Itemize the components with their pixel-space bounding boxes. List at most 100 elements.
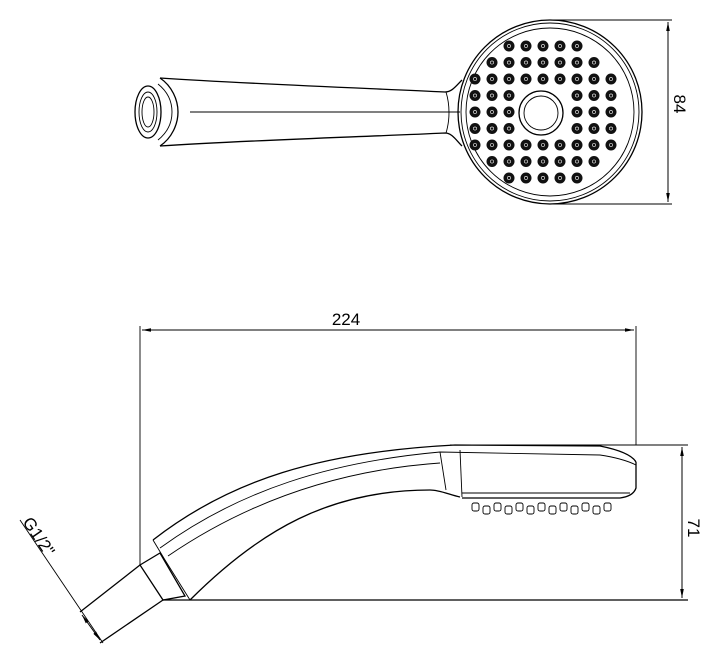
nozzle-hole-center — [490, 77, 494, 81]
nozzle-hole-center — [507, 126, 511, 131]
nozzle-hole — [554, 155, 566, 167]
nozzle-hole-center — [575, 93, 579, 98]
nozzle-hole — [486, 90, 498, 102]
nozzle-hole-center — [609, 110, 613, 114]
dimension-71: 71 — [163, 444, 703, 601]
nozzle-hole-center — [575, 143, 579, 147]
side-nozzles — [471, 502, 612, 515]
nozzle-hole — [469, 90, 481, 102]
nozzle-hole-center — [507, 110, 511, 114]
nozzle-hole-center — [524, 143, 528, 147]
nozzle-hole — [486, 106, 498, 118]
nozzle-hole-center — [592, 77, 596, 81]
nozzle-hole-center — [490, 143, 494, 147]
nozzle-hole — [554, 40, 566, 52]
nozzle-hole-center — [609, 93, 613, 98]
side-nozzle — [559, 502, 568, 512]
nozzle-hole — [588, 106, 600, 118]
nozzle-hole-center — [575, 126, 579, 131]
nozzle-hole-center — [541, 44, 545, 48]
nozzle-hole — [520, 57, 532, 69]
nozzle-hole — [469, 73, 481, 85]
nozzle-hole-center — [541, 143, 545, 147]
side-nozzle — [482, 505, 491, 515]
side-nozzle — [592, 505, 601, 515]
nozzle-hole-center — [507, 44, 511, 48]
nozzle-hole — [469, 106, 481, 118]
nozzle-hole-center — [473, 77, 477, 81]
nozzle-hole-center — [575, 60, 579, 65]
nozzle-hole — [554, 73, 566, 85]
side-nozzle — [581, 502, 590, 512]
nozzle-hole — [571, 172, 583, 184]
threaded-connector — [134, 85, 162, 139]
top-view: 84 — [134, 19, 689, 205]
nozzle-hole-center — [473, 143, 477, 147]
nozzle-hole — [537, 40, 549, 52]
nozzle-hole-center — [541, 60, 545, 65]
nozzle-hole — [486, 57, 498, 69]
handle-side — [152, 444, 637, 601]
nozzle-hole — [571, 155, 583, 167]
nozzle-hole-center — [524, 159, 528, 164]
side-view: 224 71 G1/2" — [19, 310, 703, 644]
dimension-label-width: 84 — [670, 95, 689, 114]
nozzle-hole — [503, 139, 515, 151]
nozzle-hole — [469, 122, 481, 134]
dimension-label-length: 224 — [332, 310, 360, 329]
nozzle-hole-center — [507, 143, 511, 147]
nozzle-hole — [503, 40, 515, 52]
nozzle-hole — [571, 57, 583, 69]
nozzle-hole — [520, 40, 532, 52]
nozzle-hole — [554, 139, 566, 151]
nozzle-hole — [520, 172, 532, 184]
nozzle-hole — [503, 57, 515, 69]
dimension-224: 224 — [139, 310, 637, 565]
side-nozzle — [526, 505, 535, 515]
nozzle-hole-center — [609, 143, 613, 147]
nozzle-hole-center — [524, 77, 528, 81]
nozzle-hole — [588, 73, 600, 85]
nozzle-hole-center — [609, 126, 613, 131]
nozzle-holes — [469, 40, 617, 184]
dimension-84: 84 — [550, 19, 689, 205]
nozzle-hole — [537, 57, 549, 69]
nozzle-hole — [605, 106, 617, 118]
nozzle-hole — [520, 139, 532, 151]
nozzle-hole-center — [541, 176, 545, 180]
side-nozzle — [515, 502, 524, 512]
threaded-connector-side: G1/2" — [19, 514, 187, 644]
nozzle-hole-center — [575, 159, 579, 164]
nozzle-hole — [486, 155, 498, 167]
nozzle-hole — [537, 139, 549, 151]
nozzle-hole — [486, 139, 498, 151]
nozzle-hole-center — [592, 110, 596, 114]
nozzle-hole — [469, 139, 481, 151]
nozzle-hole-center — [575, 110, 579, 114]
nozzle-hole — [605, 122, 617, 134]
nozzle-hole — [554, 172, 566, 184]
nozzle-hole-center — [592, 143, 596, 147]
nozzle-hole-center — [541, 159, 545, 164]
nozzle-hole — [554, 57, 566, 69]
nozzle-hole-center — [524, 60, 528, 65]
nozzle-hole — [571, 73, 583, 85]
nozzle-hole-center — [558, 60, 562, 65]
nozzle-hole-center — [592, 159, 596, 164]
nozzle-hole — [571, 139, 583, 151]
nozzle-hole — [571, 106, 583, 118]
nozzle-hole-center — [507, 159, 511, 164]
nozzle-hole-center — [592, 60, 596, 65]
nozzle-hole — [537, 73, 549, 85]
side-nozzle — [548, 505, 557, 515]
nozzle-hole — [503, 73, 515, 85]
nozzle-hole-center — [507, 60, 511, 65]
nozzle-hole-center — [558, 159, 562, 164]
nozzle-hole-center — [575, 176, 579, 180]
nozzle-hole-center — [558, 143, 562, 147]
nozzle-hole-center — [558, 176, 562, 180]
nozzle-hole — [486, 122, 498, 134]
nozzle-hole-center — [507, 176, 511, 180]
nozzle-hole-center — [575, 44, 579, 48]
